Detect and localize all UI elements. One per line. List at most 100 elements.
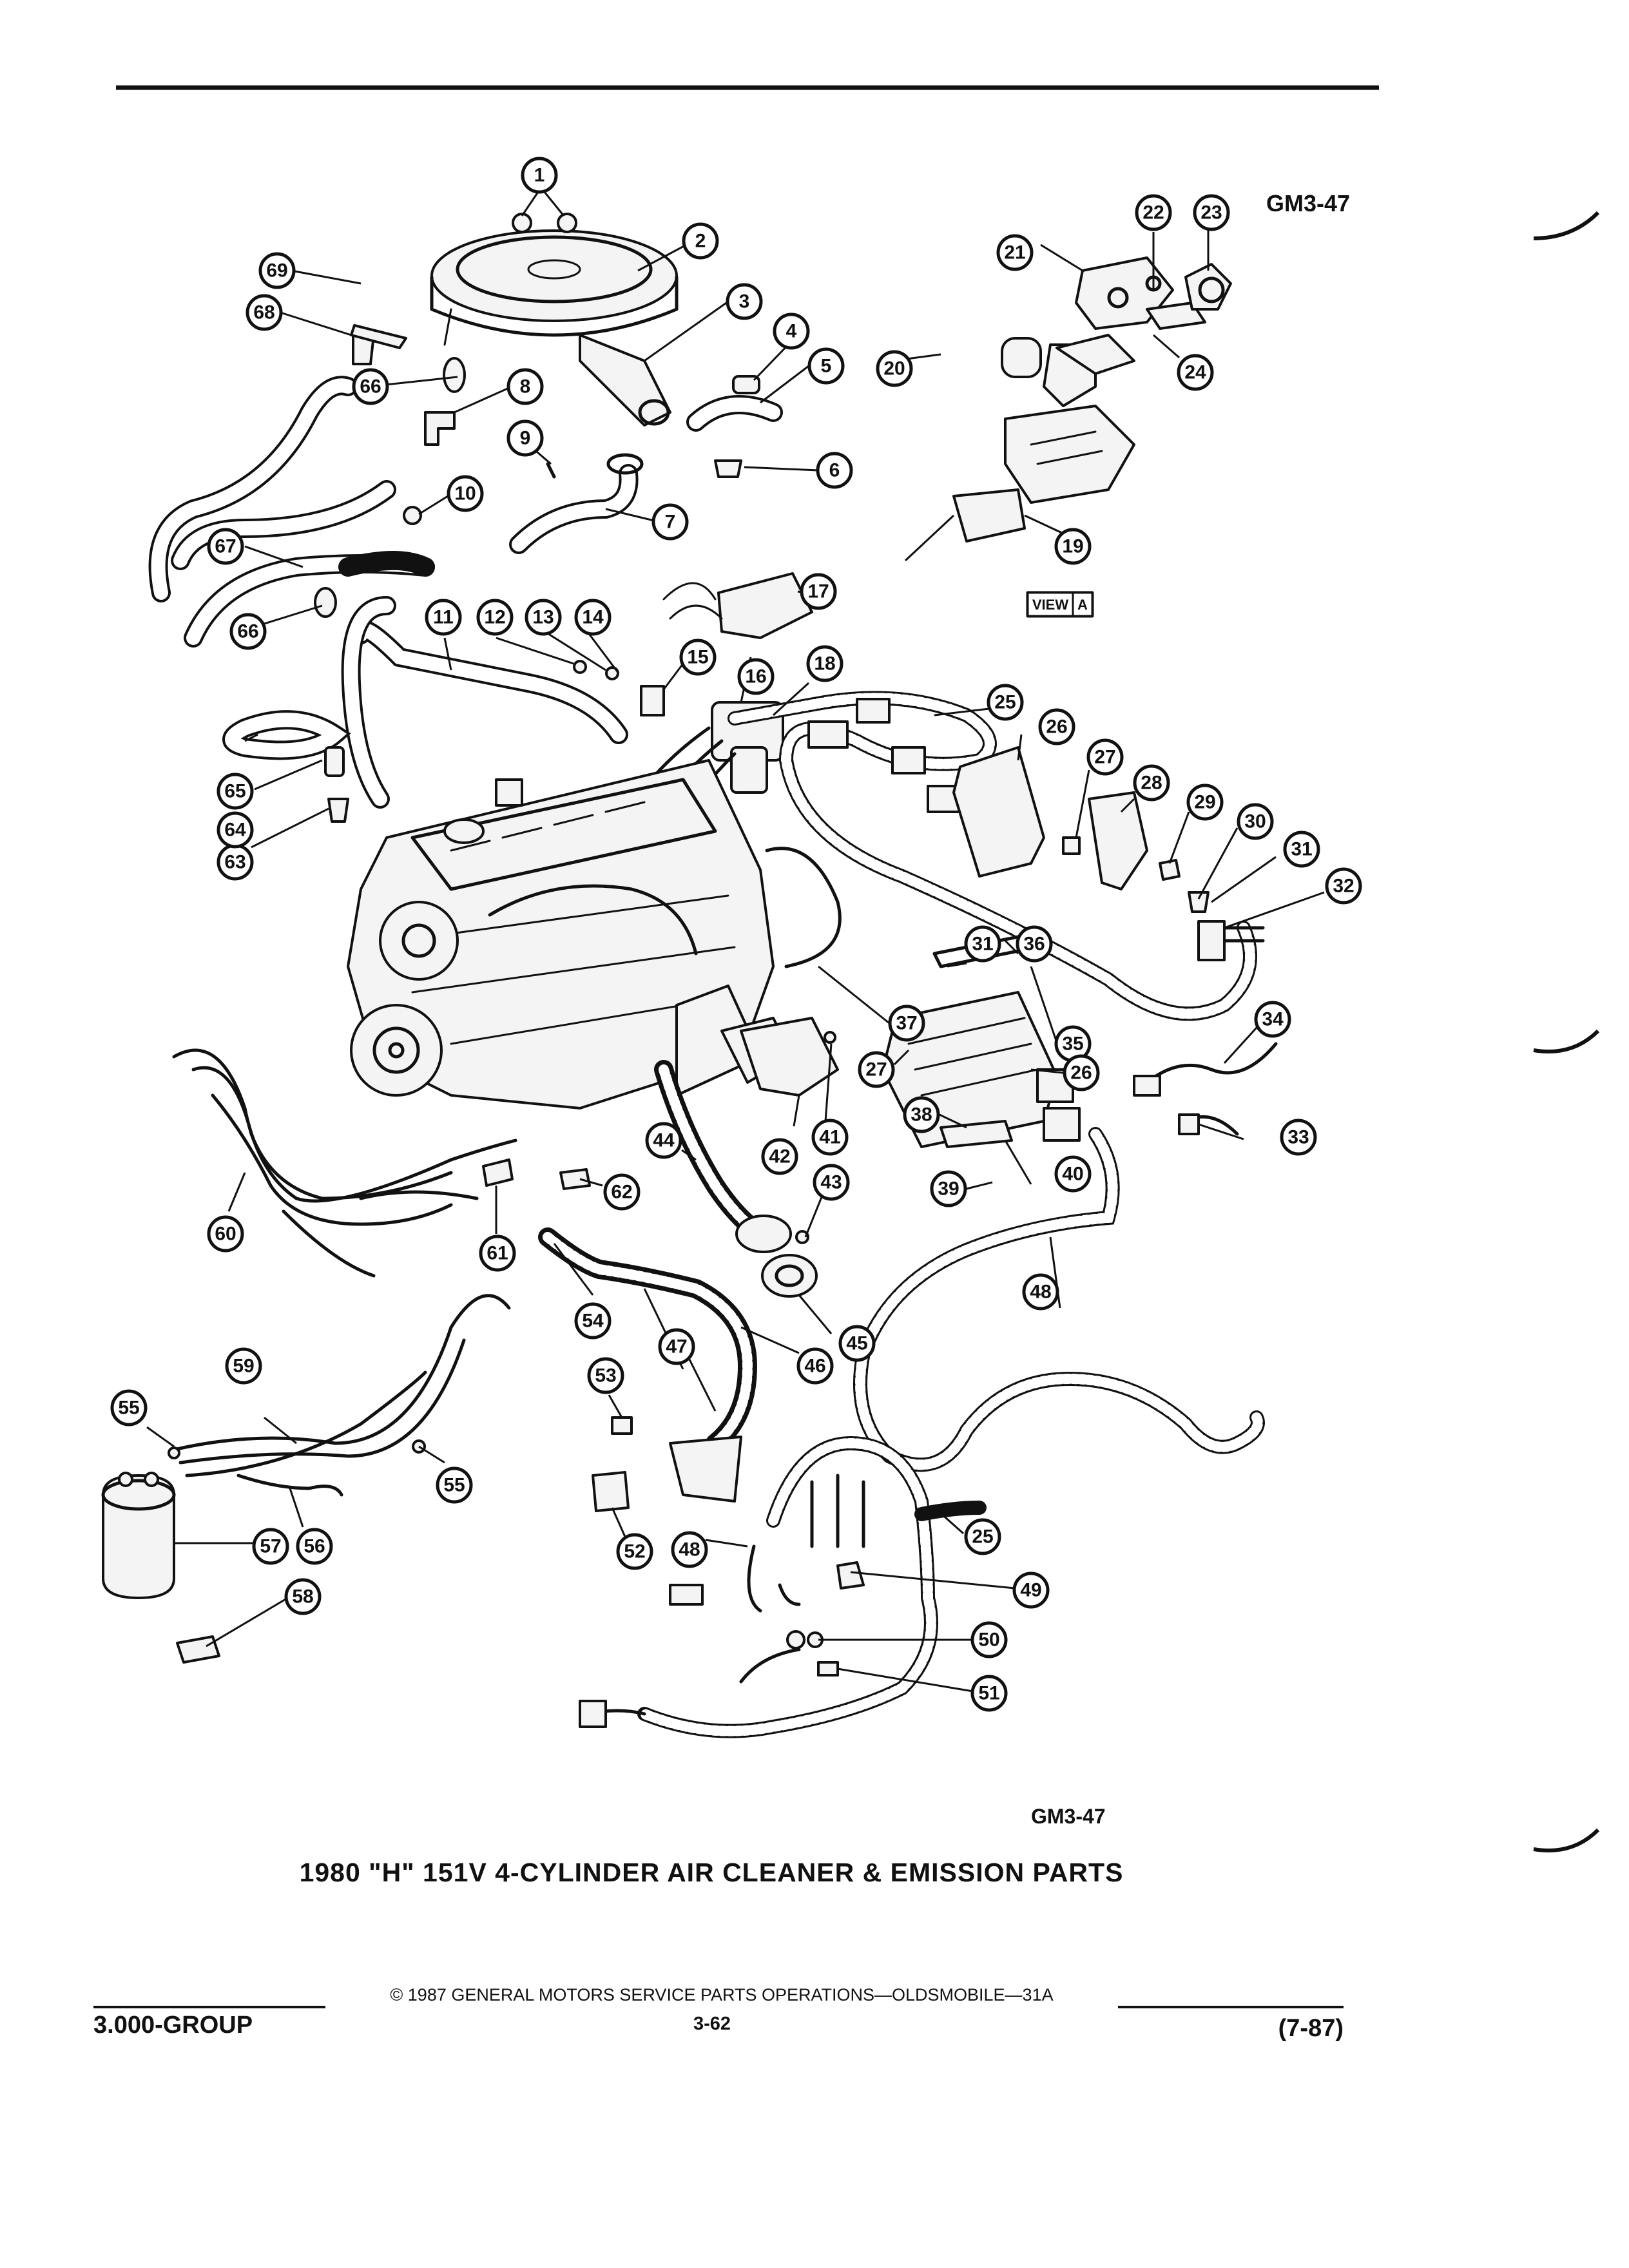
- svg-text:16: 16: [745, 666, 766, 687]
- svg-text:7: 7: [665, 512, 676, 533]
- callout-29: 29: [1186, 783, 1224, 821]
- leader-lines: [146, 191, 1325, 1693]
- svg-text:68: 68: [253, 302, 275, 323]
- figure-code-bottom: GM3-47: [1031, 1805, 1106, 1828]
- callout-26-lower: 26: [1063, 1054, 1100, 1091]
- svg-text:67: 67: [215, 536, 236, 557]
- callout-28: 28: [1133, 764, 1170, 802]
- footer-group: 3.000-GROUP: [93, 2012, 253, 2039]
- svg-text:66: 66: [237, 621, 258, 642]
- callout-40: 40: [1054, 1155, 1092, 1193]
- svg-text:5: 5: [821, 356, 832, 377]
- svg-text:39: 39: [938, 1178, 959, 1200]
- callout-1: 1: [521, 157, 558, 194]
- svg-text:A: A: [1077, 597, 1088, 613]
- callout-46: 46: [796, 1347, 834, 1385]
- svg-text:34: 34: [1262, 1009, 1284, 1030]
- callout-27-upper: 27: [1086, 738, 1124, 776]
- callout-49: 49: [1012, 1571, 1050, 1609]
- footer-date: (7-87): [1278, 2015, 1344, 2042]
- svg-text:41: 41: [819, 1127, 840, 1148]
- callout-51: 51: [970, 1675, 1008, 1712]
- callout-50: 50: [970, 1621, 1008, 1658]
- svg-text:8: 8: [520, 376, 531, 398]
- callout-60: 60: [207, 1215, 244, 1253]
- callout-64: 64: [217, 811, 254, 849]
- callout-58: 58: [284, 1578, 322, 1615]
- callout-47: 47: [658, 1328, 695, 1365]
- margin-mark: [1533, 211, 1600, 240]
- svg-text:48: 48: [1030, 1282, 1051, 1303]
- callout-16: 16: [737, 658, 775, 695]
- callout-5: 5: [807, 347, 845, 385]
- callout-11: 11: [425, 599, 462, 636]
- page-number: 3-62: [693, 2013, 731, 2034]
- margin-mark: [1533, 1029, 1600, 1053]
- figure-caption: 1980 "H" 151V 4-CYLINDER AIR CLEANER & E…: [300, 1858, 1124, 1887]
- callout-17: 17: [800, 573, 837, 610]
- view-a-carburetor: [952, 256, 1232, 618]
- callouts: 1 2 3 4 5 6 7 8 9 10 11 12 13 14 15 16 1…: [110, 157, 1362, 1712]
- svg-text:46: 46: [804, 1356, 825, 1377]
- svg-text:18: 18: [814, 653, 835, 675]
- svg-text:42: 42: [769, 1146, 790, 1168]
- callout-24: 24: [1177, 354, 1214, 391]
- callout-19: 19: [1054, 528, 1092, 565]
- callout-30: 30: [1237, 803, 1274, 840]
- callout-9: 9: [506, 419, 544, 457]
- callout-15: 15: [679, 639, 717, 676]
- svg-text:35: 35: [1062, 1033, 1083, 1055]
- svg-text:25: 25: [994, 692, 1016, 713]
- svg-text:40: 40: [1062, 1164, 1083, 1185]
- callout-62: 62: [603, 1173, 641, 1211]
- copyright-line: © 1987 GENERAL MOTORS SERVICE PARTS OPER…: [390, 1985, 1053, 2004]
- callout-44: 44: [645, 1122, 682, 1159]
- svg-text:10: 10: [454, 483, 476, 505]
- callout-27-lower: 27: [858, 1051, 895, 1088]
- svg-text:4: 4: [786, 321, 797, 342]
- callout-53: 53: [587, 1357, 624, 1394]
- svg-text:9: 9: [520, 428, 531, 449]
- svg-text:2: 2: [695, 231, 706, 252]
- svg-text:43: 43: [820, 1172, 842, 1193]
- callout-48-upper: 48: [1022, 1273, 1059, 1311]
- svg-text:24: 24: [1184, 362, 1206, 383]
- callout-55-right: 55: [436, 1466, 473, 1504]
- callout-48-lower: 48: [671, 1531, 708, 1568]
- callout-2: 2: [682, 222, 719, 260]
- svg-text:57: 57: [260, 1536, 281, 1557]
- callout-42: 42: [761, 1138, 798, 1175]
- svg-text:19: 19: [1062, 536, 1083, 557]
- svg-text:64: 64: [224, 820, 246, 841]
- callout-59: 59: [225, 1347, 262, 1385]
- callout-8: 8: [506, 368, 544, 405]
- svg-text:63: 63: [224, 852, 246, 873]
- svg-text:55: 55: [443, 1475, 465, 1496]
- svg-text:VIEW: VIEW: [1032, 597, 1068, 613]
- callout-4: 4: [773, 312, 810, 350]
- callout-23: 23: [1193, 194, 1230, 231]
- callout-57: 57: [252, 1528, 289, 1565]
- svg-text:51: 51: [978, 1683, 999, 1704]
- callout-41: 41: [811, 1119, 849, 1156]
- svg-text:14: 14: [582, 607, 604, 628]
- callout-56: 56: [296, 1528, 333, 1565]
- svg-text:26: 26: [1046, 716, 1067, 738]
- callout-66-lower: 66: [229, 613, 267, 650]
- svg-text:23: 23: [1200, 202, 1222, 224]
- svg-text:21: 21: [1004, 242, 1025, 264]
- callout-66-upper: 66: [352, 368, 389, 405]
- svg-text:47: 47: [666, 1336, 687, 1358]
- svg-text:32: 32: [1333, 876, 1354, 897]
- svg-text:60: 60: [215, 1224, 236, 1245]
- svg-text:3: 3: [739, 291, 750, 312]
- svg-text:30: 30: [1244, 811, 1266, 832]
- svg-text:65: 65: [224, 781, 246, 802]
- callout-61: 61: [479, 1235, 516, 1272]
- callout-18: 18: [806, 645, 843, 682]
- svg-text:69: 69: [266, 260, 287, 282]
- svg-text:44: 44: [653, 1130, 675, 1151]
- callout-54: 54: [574, 1302, 612, 1340]
- svg-text:17: 17: [807, 581, 829, 602]
